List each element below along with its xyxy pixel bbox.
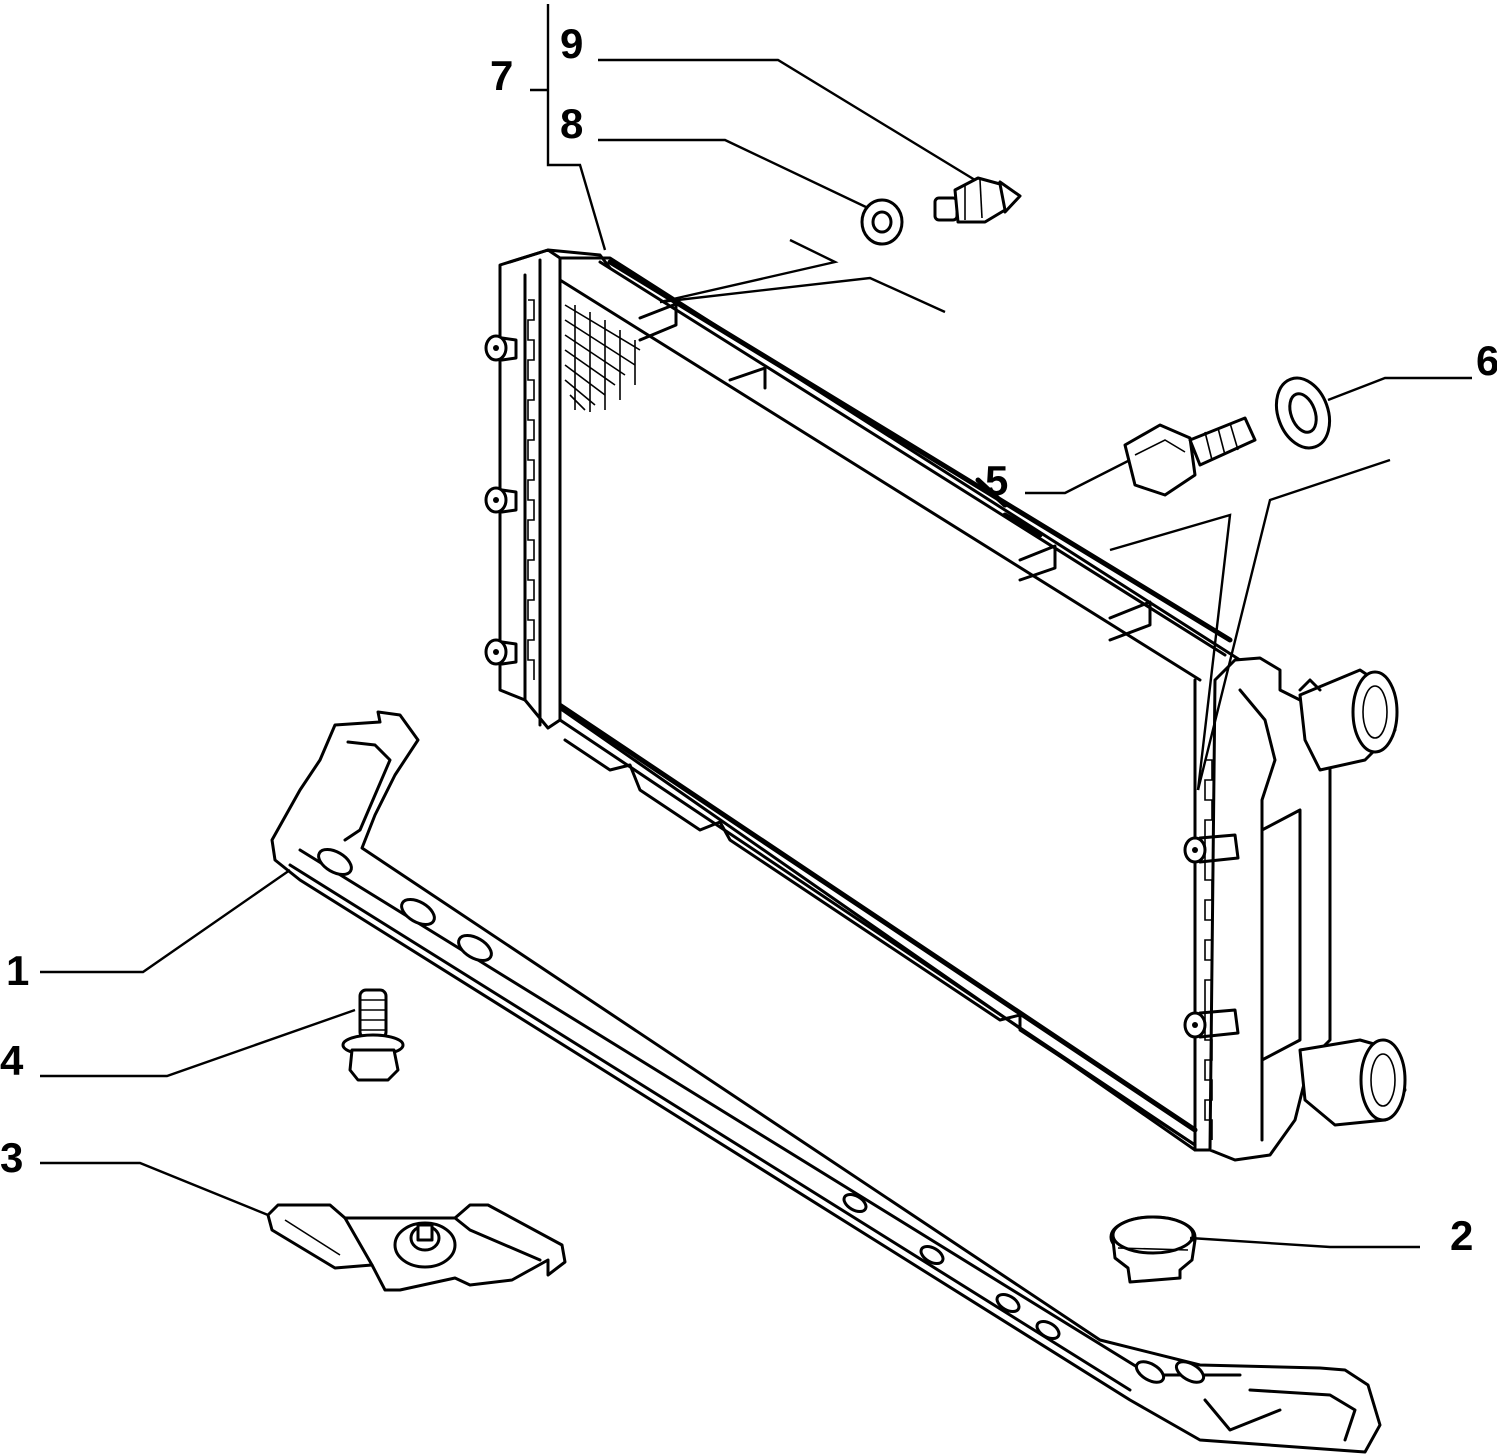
mounting-peg-icon (484, 486, 518, 514)
leader-lines (40, 4, 1472, 1249)
bracket-plate-part-3 (266, 1203, 567, 1292)
lower-hose-outlet-icon (1298, 1038, 1407, 1127)
core-fin-mesh (564, 304, 641, 412)
bolt-part-5 (1123, 416, 1257, 497)
mounting-peg-icon (1183, 833, 1240, 864)
callout-7: 7 (490, 52, 513, 99)
radiator (484, 248, 1407, 1162)
spring-washer-part-6 (1274, 376, 1332, 450)
callout-4: 4 (0, 1037, 24, 1084)
rubber-mount-part-2 (1109, 1215, 1197, 1284)
callout-8: 8 (560, 100, 583, 147)
mounting-peg-icon (484, 638, 518, 666)
upper-hose-outlet-icon (1298, 668, 1399, 772)
bleed-screw-part-9 (933, 176, 1022, 224)
mounting-peg-icon (484, 334, 518, 362)
washer-part-8 (860, 198, 904, 246)
callout-5: 5 (985, 457, 1008, 504)
callout-3: 3 (0, 1134, 23, 1181)
stud-part-4 (341, 988, 405, 1082)
crossmember-part-1 (270, 710, 1382, 1454)
mounting-peg-icon (1183, 1008, 1240, 1039)
callout-6: 6 (1476, 337, 1497, 384)
callout-9: 9 (560, 20, 583, 67)
callout-1: 1 (6, 947, 29, 994)
callout-2: 2 (1450, 1212, 1473, 1259)
